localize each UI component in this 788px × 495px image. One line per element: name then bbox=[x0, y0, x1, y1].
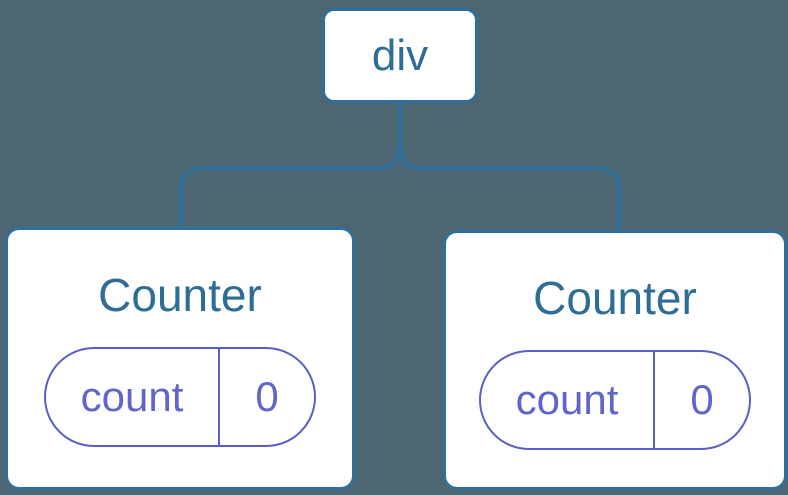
counter-card-left: Counter count 0 bbox=[5, 227, 355, 490]
state-value: 0 bbox=[690, 376, 714, 423]
connector-left-branch bbox=[179, 99, 402, 231]
state-pill: count 0 bbox=[479, 350, 751, 450]
state-key: count bbox=[46, 349, 220, 445]
connector-right-branch bbox=[398, 99, 621, 234]
root-node-label: div bbox=[371, 30, 429, 80]
counter-card-right: Counter count 0 bbox=[443, 230, 787, 490]
root-node: div bbox=[322, 8, 478, 103]
component-title: Counter bbox=[533, 272, 697, 324]
state-value: 0 bbox=[255, 373, 279, 420]
component-title: Counter bbox=[98, 269, 262, 321]
state-key: count bbox=[481, 352, 655, 448]
state-pill: count 0 bbox=[44, 347, 316, 447]
